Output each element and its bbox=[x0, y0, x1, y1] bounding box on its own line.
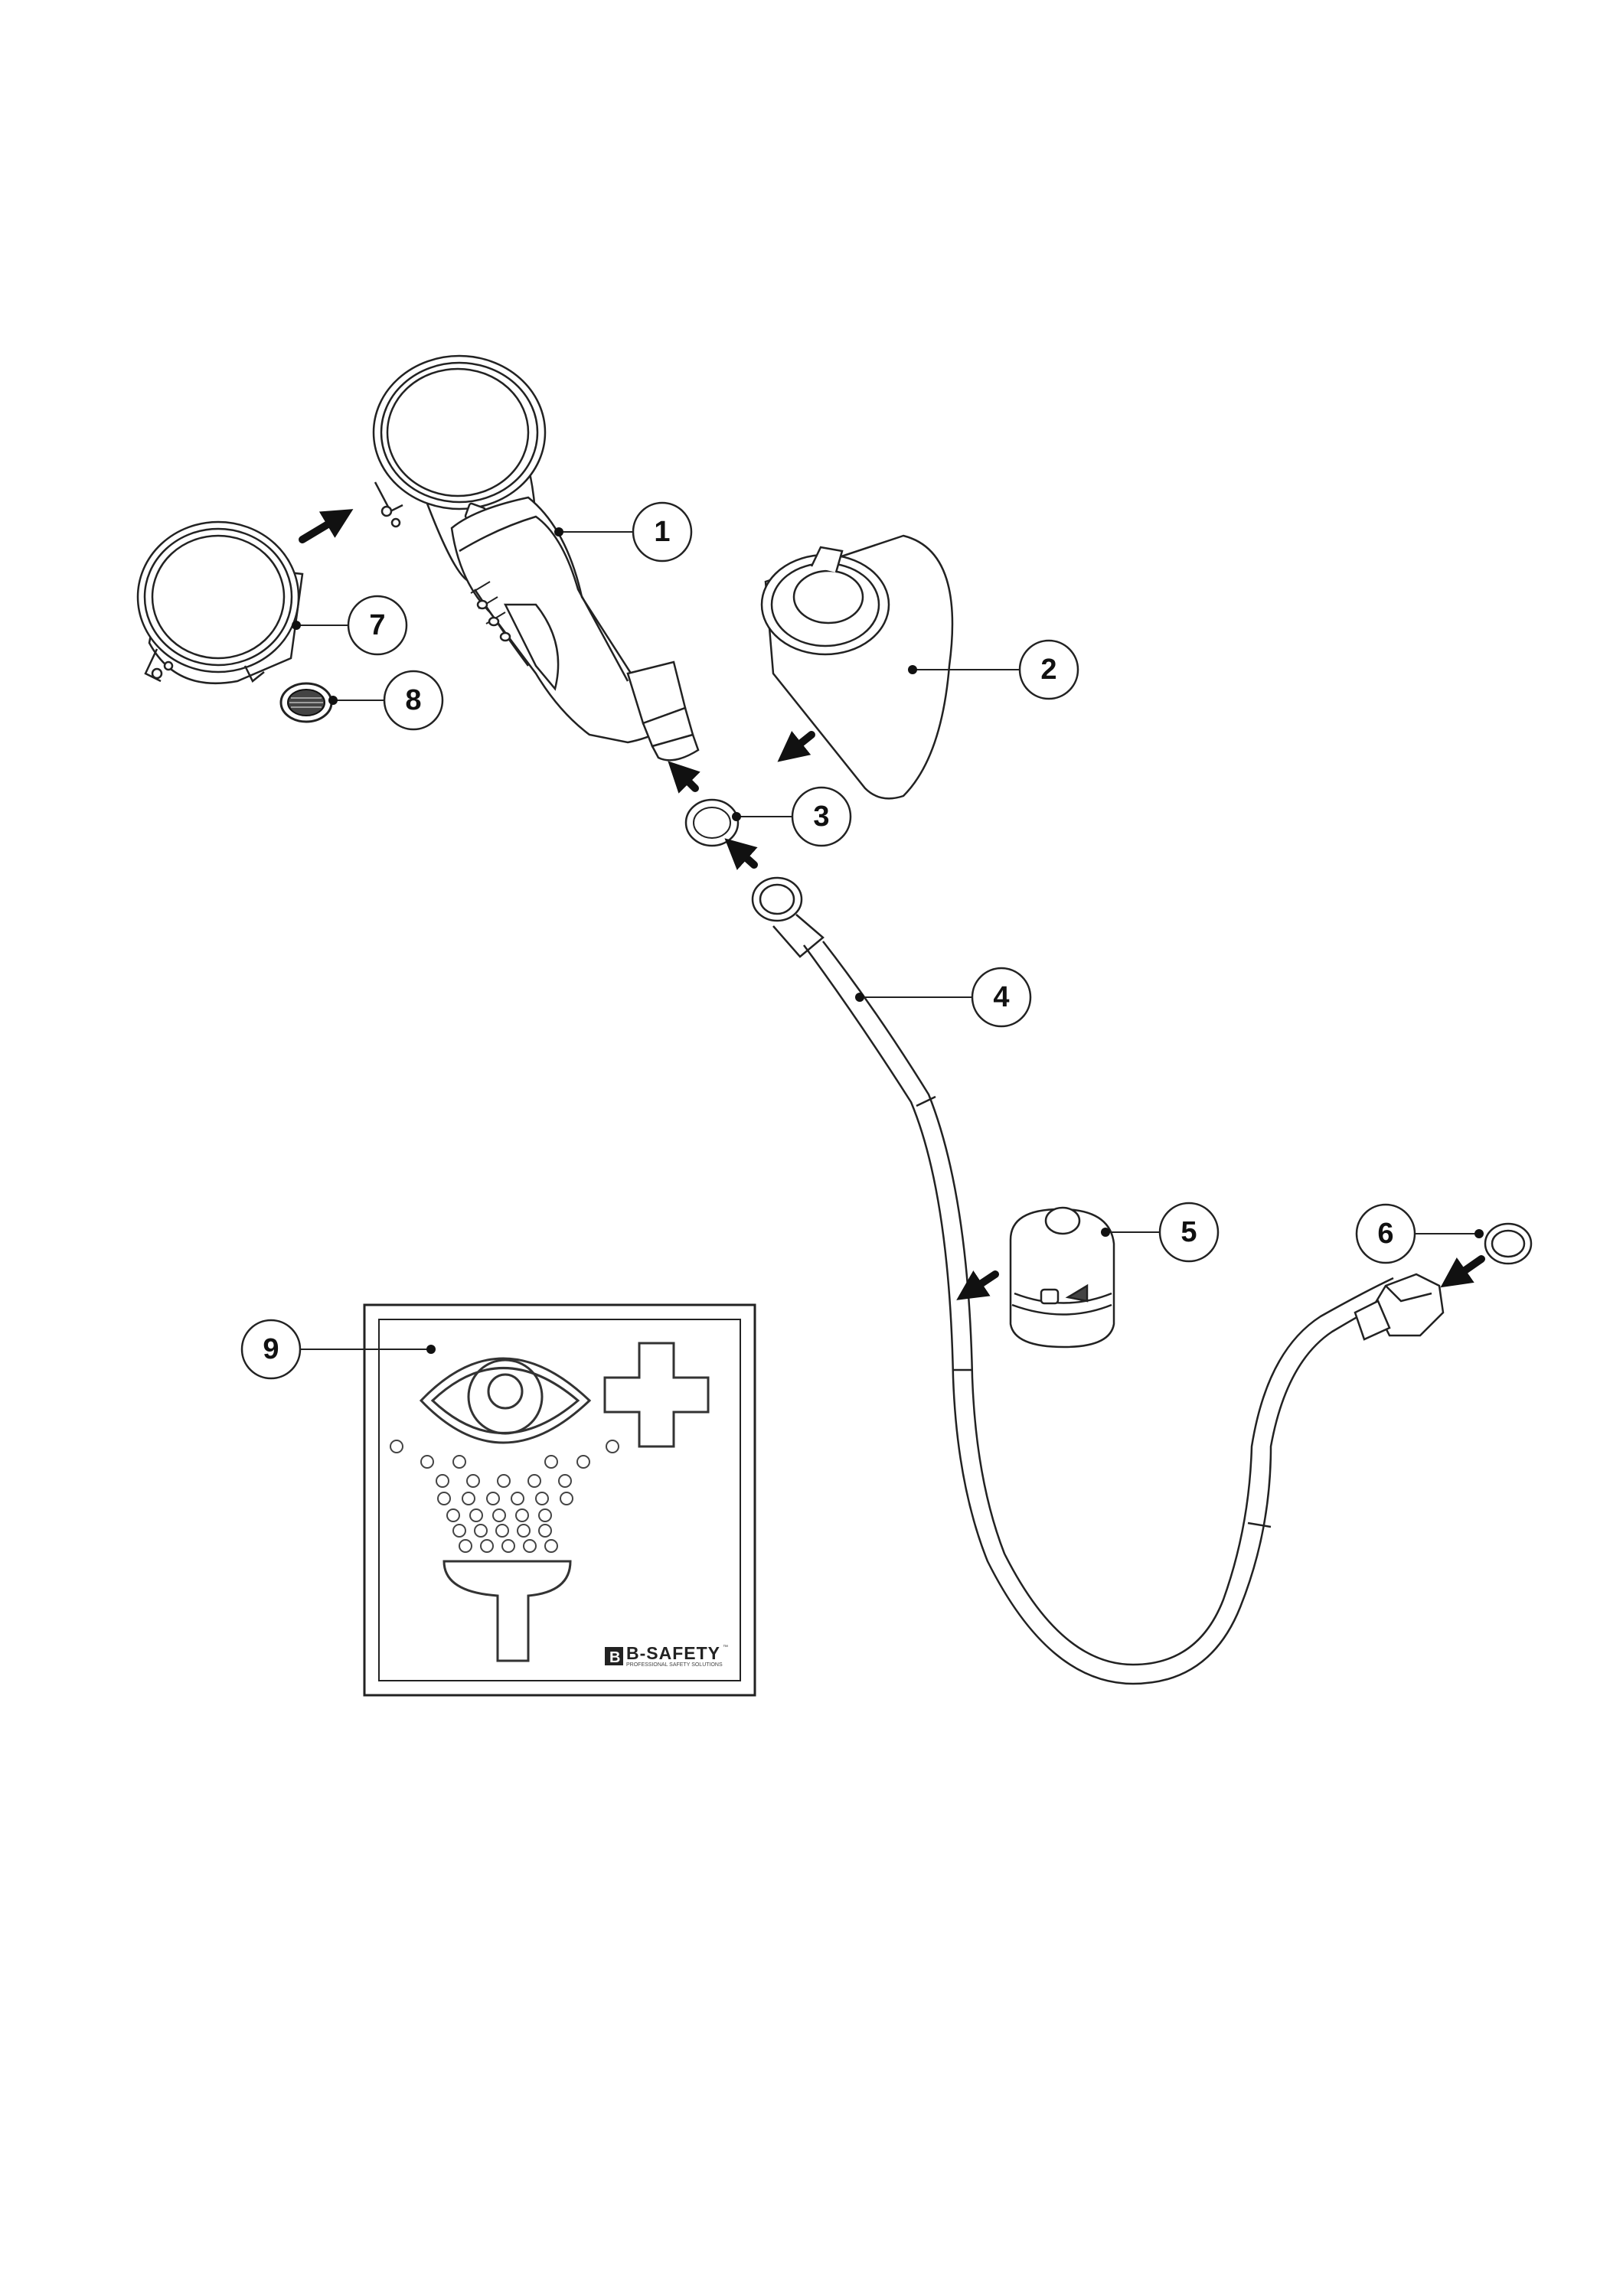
water-drop bbox=[535, 1492, 549, 1505]
callout-9-label: 9 bbox=[263, 1333, 279, 1365]
callout-4: 4 bbox=[971, 967, 1032, 1028]
leader-lines bbox=[296, 531, 1479, 1350]
arrow-2 bbox=[777, 731, 815, 762]
water-drop bbox=[511, 1492, 524, 1505]
callout-1-label: 1 bbox=[654, 516, 670, 548]
water-drop bbox=[515, 1508, 529, 1522]
callout-6-label: 6 bbox=[1377, 1218, 1393, 1250]
water-drop bbox=[452, 1455, 466, 1469]
water-drop bbox=[469, 1508, 483, 1522]
svg-text:B: B bbox=[609, 1649, 620, 1666]
leader-dots bbox=[292, 527, 1484, 1354]
water-drop bbox=[538, 1524, 552, 1538]
water-drop bbox=[501, 1539, 515, 1553]
callout-2: 2 bbox=[1018, 639, 1079, 700]
eye-icon bbox=[419, 1357, 592, 1444]
water-drop bbox=[527, 1474, 541, 1488]
callout-5-label: 5 bbox=[1181, 1216, 1197, 1248]
water-drop bbox=[474, 1524, 488, 1538]
water-drop bbox=[576, 1455, 590, 1469]
callout-3: 3 bbox=[791, 786, 852, 847]
callout-8: 8 bbox=[383, 670, 444, 731]
arrow-5 bbox=[956, 1270, 999, 1300]
spray-head-spare bbox=[136, 520, 304, 684]
water-drop bbox=[420, 1455, 434, 1469]
callout-2-label: 2 bbox=[1040, 654, 1056, 686]
callout-9: 9 bbox=[240, 1319, 302, 1380]
hose-clamp bbox=[1009, 1206, 1115, 1349]
brand-mark: ™ bbox=[723, 1645, 728, 1650]
water-drop bbox=[452, 1524, 466, 1538]
wall-holder bbox=[760, 534, 954, 800]
water-drop bbox=[544, 1455, 558, 1469]
water-drop bbox=[495, 1524, 509, 1538]
basin-icon bbox=[442, 1560, 572, 1662]
eyewash-sign: B B-SAFETY ™ PROFESSIONAL SAFETY SOLUTIO… bbox=[363, 1303, 756, 1697]
arrow-7-to-1 bbox=[299, 509, 354, 543]
water-drop bbox=[558, 1474, 572, 1488]
callout-8-label: 8 bbox=[405, 684, 421, 716]
assembly-arrows bbox=[299, 509, 1485, 1300]
water-drop bbox=[466, 1474, 480, 1488]
water-drop bbox=[606, 1440, 619, 1453]
callout-7: 7 bbox=[347, 595, 408, 656]
water-drop bbox=[560, 1492, 573, 1505]
water-drop bbox=[486, 1492, 500, 1505]
arrow-6 bbox=[1440, 1255, 1485, 1288]
callout-4-label: 4 bbox=[993, 981, 1009, 1013]
water-drop bbox=[517, 1524, 531, 1538]
brand-name: B-SAFETY bbox=[626, 1643, 720, 1663]
water-drop bbox=[462, 1492, 475, 1505]
water-drop bbox=[390, 1440, 403, 1453]
callout-3-label: 3 bbox=[813, 801, 829, 833]
water-drops-icon bbox=[390, 1440, 619, 1553]
callout-7-label: 7 bbox=[369, 609, 385, 641]
callout-1: 1 bbox=[632, 501, 693, 563]
plus-icon bbox=[603, 1342, 710, 1448]
water-drop bbox=[480, 1539, 494, 1553]
brand-logo: B B-SAFETY ™ PROFESSIONAL SAFETY SOLUTIO… bbox=[605, 1643, 728, 1668]
callout-6: 6 bbox=[1355, 1203, 1416, 1264]
callouts: 1 2 3 4 5 6 7 8 bbox=[240, 501, 1416, 1380]
water-drop bbox=[446, 1508, 460, 1522]
brand-tagline: PROFESSIONAL SAFETY SOLUTIONS bbox=[626, 1662, 723, 1668]
arrow-4-to-3 bbox=[724, 838, 758, 870]
supply-nut bbox=[1354, 1222, 1533, 1341]
arrow-3-to-1 bbox=[668, 761, 700, 794]
water-drop bbox=[544, 1539, 558, 1553]
water-drop bbox=[492, 1508, 506, 1522]
water-drop bbox=[523, 1539, 537, 1553]
spray-handle bbox=[372, 354, 700, 762]
water-drop bbox=[436, 1474, 449, 1488]
callout-5: 5 bbox=[1158, 1202, 1220, 1263]
water-drop bbox=[459, 1539, 472, 1553]
water-drop bbox=[538, 1508, 552, 1522]
water-drop bbox=[437, 1492, 451, 1505]
seal-ring bbox=[684, 798, 740, 847]
water-drop bbox=[497, 1474, 511, 1488]
filter-insert bbox=[279, 682, 333, 723]
